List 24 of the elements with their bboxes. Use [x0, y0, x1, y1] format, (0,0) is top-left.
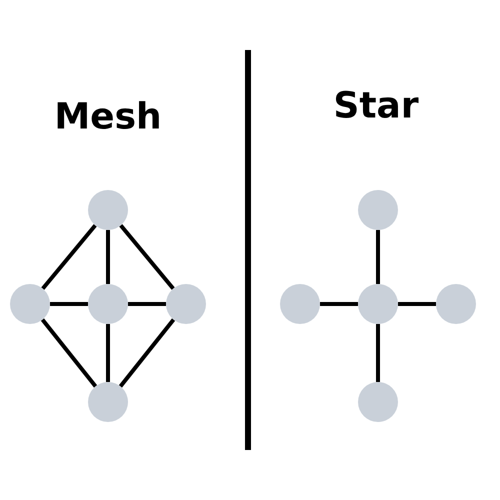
connector-line [118, 318, 176, 388]
network-node-circle [358, 382, 398, 422]
connector-line [398, 302, 436, 306]
network-node-circle [88, 382, 128, 422]
connector-line [320, 302, 358, 306]
connector-line [106, 230, 110, 284]
network-node-circle [358, 190, 398, 230]
connector-line [41, 224, 97, 290]
topology-heading: Star [333, 86, 419, 126]
connector-line [128, 302, 166, 306]
connector-line [376, 230, 380, 284]
connector-line [40, 318, 98, 388]
network-node-circle [280, 284, 320, 324]
network-node-circle [88, 284, 128, 324]
network-node-circle [88, 190, 128, 230]
connector-line [50, 302, 88, 306]
network-node-circle [166, 284, 206, 324]
connector-line [376, 324, 380, 382]
connector-line [119, 224, 175, 290]
connector-line [106, 324, 110, 382]
network-node-circle [10, 284, 50, 324]
network-node-circle [358, 284, 398, 324]
network-node-circle [436, 284, 476, 324]
topology-heading: Mesh [54, 96, 162, 138]
